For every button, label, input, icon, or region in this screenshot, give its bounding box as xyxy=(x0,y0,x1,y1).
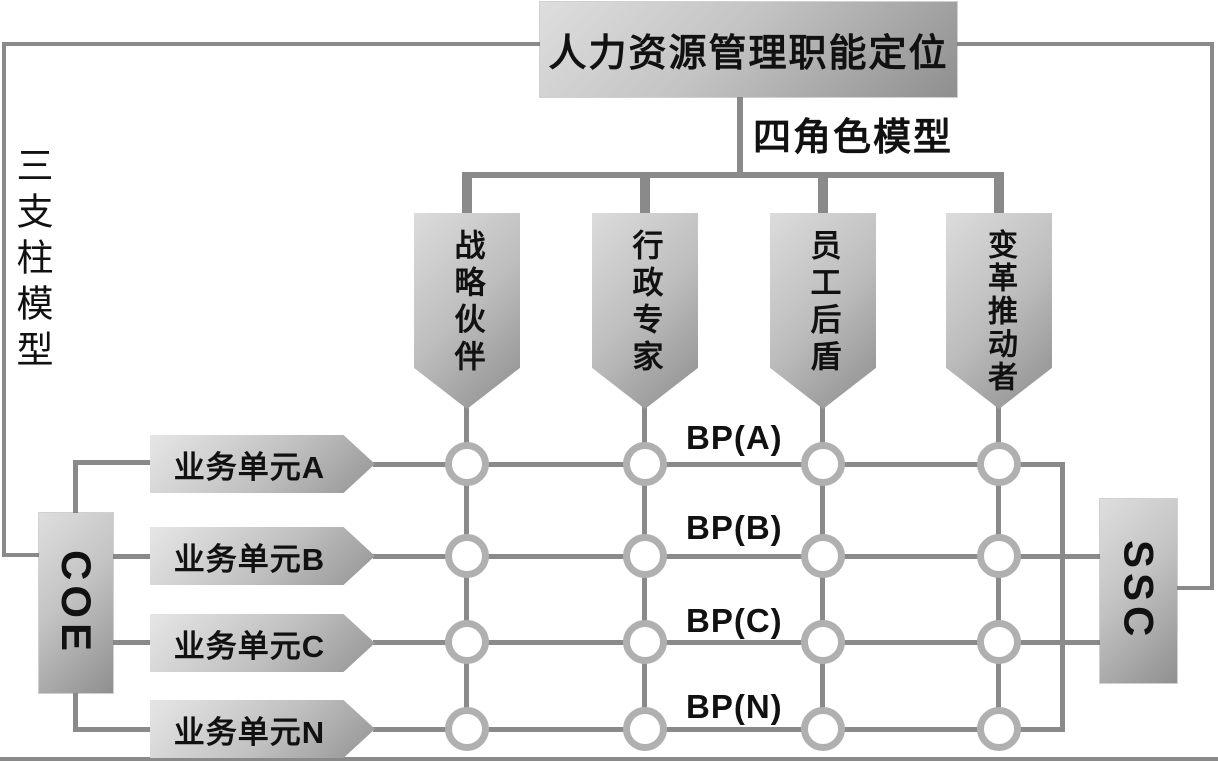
grid-node xyxy=(623,707,667,751)
role-label: 行政专家 xyxy=(627,229,663,377)
grid-node xyxy=(445,442,489,486)
coe-top-stub xyxy=(73,460,78,515)
role-stub-1 xyxy=(462,176,472,214)
frame-right-line xyxy=(1210,42,1214,590)
business-unit-label: 业务单元N xyxy=(173,714,326,750)
frame-top-left-line xyxy=(2,42,542,46)
business-unit-c-arrow: 业务单元C xyxy=(150,614,375,672)
coe-box: COE xyxy=(39,513,113,693)
coe-to-unit-c-line xyxy=(113,640,150,645)
role-stub-2 xyxy=(640,176,650,214)
frame-to-coe-line xyxy=(2,553,39,557)
three-pillar-model-label: 三支柱模型 xyxy=(10,146,51,376)
role-label: 员工后盾 xyxy=(805,229,841,377)
role-connector-line xyxy=(462,172,1004,178)
grid-node xyxy=(623,442,667,486)
coe-bottom-stub xyxy=(73,693,78,729)
bp-c-label: BP(C) xyxy=(686,602,783,639)
bp-n-label: BP(N) xyxy=(686,688,783,725)
grid-node xyxy=(445,620,489,664)
grid-node xyxy=(801,442,845,486)
grid-node xyxy=(623,620,667,664)
coe-to-unit-b-line xyxy=(113,554,150,559)
grid-row-line-a xyxy=(373,462,1065,467)
grid-node xyxy=(977,534,1021,578)
ssc-right-connector xyxy=(1177,586,1214,590)
bp-b-label: BP(B) xyxy=(686,509,783,546)
grid-row-line-n xyxy=(373,727,1065,732)
business-unit-label: 业务单元C xyxy=(173,628,326,664)
frame-bottom-line xyxy=(0,757,1218,761)
ssc-label: SSC xyxy=(1115,540,1163,642)
business-unit-n-arrow: 业务单元N xyxy=(150,700,375,758)
role-banner-change-agent: 变革推动者 xyxy=(946,213,1052,409)
role-stub-4 xyxy=(994,176,1004,214)
right-bus-line xyxy=(1060,462,1065,732)
coe-label: COE xyxy=(53,549,100,656)
business-unit-b-arrow: 业务单元B xyxy=(150,527,375,585)
business-unit-a-arrow: 业务单元A xyxy=(150,435,375,493)
coe-to-unit-a-line xyxy=(73,460,150,465)
grid-node xyxy=(445,707,489,751)
role-banner-strategic-partner: 战略伙伴 xyxy=(414,213,520,409)
business-unit-label: 业务单元A xyxy=(173,449,326,485)
grid-row-line-c xyxy=(373,640,1100,645)
coe-to-unit-n-line xyxy=(73,727,150,732)
role-banner-employee-champion: 员工后盾 xyxy=(770,213,876,409)
bp-a-label: BP(A) xyxy=(686,419,783,456)
grid-node xyxy=(801,707,845,751)
role-label: 战略伙伴 xyxy=(449,229,485,377)
title-down-stub xyxy=(737,97,743,178)
frame-top-right-line xyxy=(957,42,1214,46)
frame-left-line xyxy=(2,42,6,557)
grid-node xyxy=(801,620,845,664)
business-unit-label: 业务单元B xyxy=(173,541,326,577)
role-stub-3 xyxy=(818,176,828,214)
grid-node xyxy=(801,534,845,578)
role-label: 变革推动者 xyxy=(983,229,1016,394)
grid-node xyxy=(623,534,667,578)
four-role-model-label: 四角色模型 xyxy=(753,117,954,159)
page-title: 人力资源管理职能定位 xyxy=(540,2,957,97)
grid-row-line-b xyxy=(373,554,1100,559)
grid-node xyxy=(977,707,1021,751)
grid-node xyxy=(445,534,489,578)
grid-node xyxy=(977,620,1021,664)
grid-node xyxy=(977,442,1021,486)
ssc-box: SSC xyxy=(1100,499,1177,683)
role-banner-admin-expert: 行政专家 xyxy=(592,213,698,409)
